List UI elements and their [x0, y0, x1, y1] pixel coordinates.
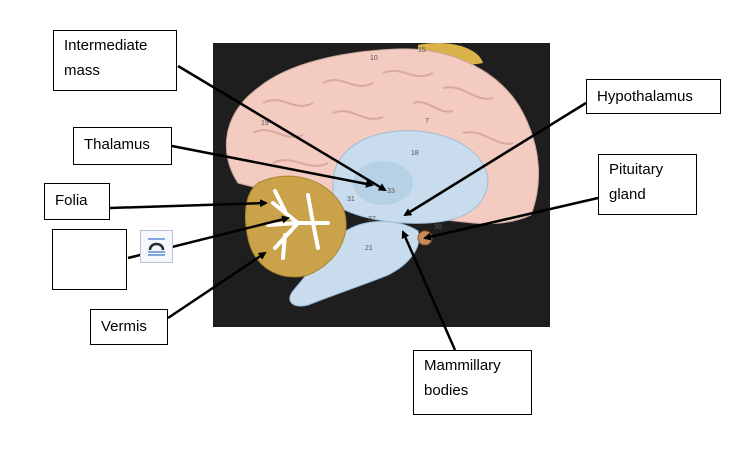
label-pituitary-gland: Pituitary gland: [598, 154, 697, 215]
model-number: 7: [425, 118, 429, 125]
label-intermediate-mass: Intermediate mass: [53, 30, 177, 91]
model-number: 33: [387, 188, 395, 195]
model-number: 15: [418, 47, 426, 54]
text-wrap-options-icon[interactable]: [140, 230, 173, 263]
label-blank[interactable]: [52, 229, 127, 290]
label-mammillary-bodies: Mammillary bodies: [413, 350, 532, 415]
brainstem: [289, 221, 420, 307]
label-vermis: Vermis: [90, 309, 168, 345]
model-number: 18: [411, 150, 419, 157]
brain-sagittal-section: 10 15 19 7 18 33 31 37 21 30: [225, 43, 539, 307]
text-wrap-glyph: [148, 238, 165, 256]
label-thalamus: Thalamus: [73, 127, 172, 165]
intermediate-mass-shape: [353, 161, 413, 205]
brain-model-photo: 10 15 19 7 18 33 31 37 21 30: [213, 43, 550, 327]
pituitary-shape: [417, 230, 433, 246]
model-number: 30: [434, 224, 442, 231]
model-number: 31: [347, 196, 355, 203]
model-number: 10: [370, 55, 378, 62]
label-folia: Folia: [44, 183, 110, 220]
label-hypothalamus: Hypothalamus: [586, 79, 721, 114]
model-number: 19: [261, 120, 269, 127]
model-number: 21: [365, 245, 373, 252]
model-number: 37: [368, 216, 376, 223]
